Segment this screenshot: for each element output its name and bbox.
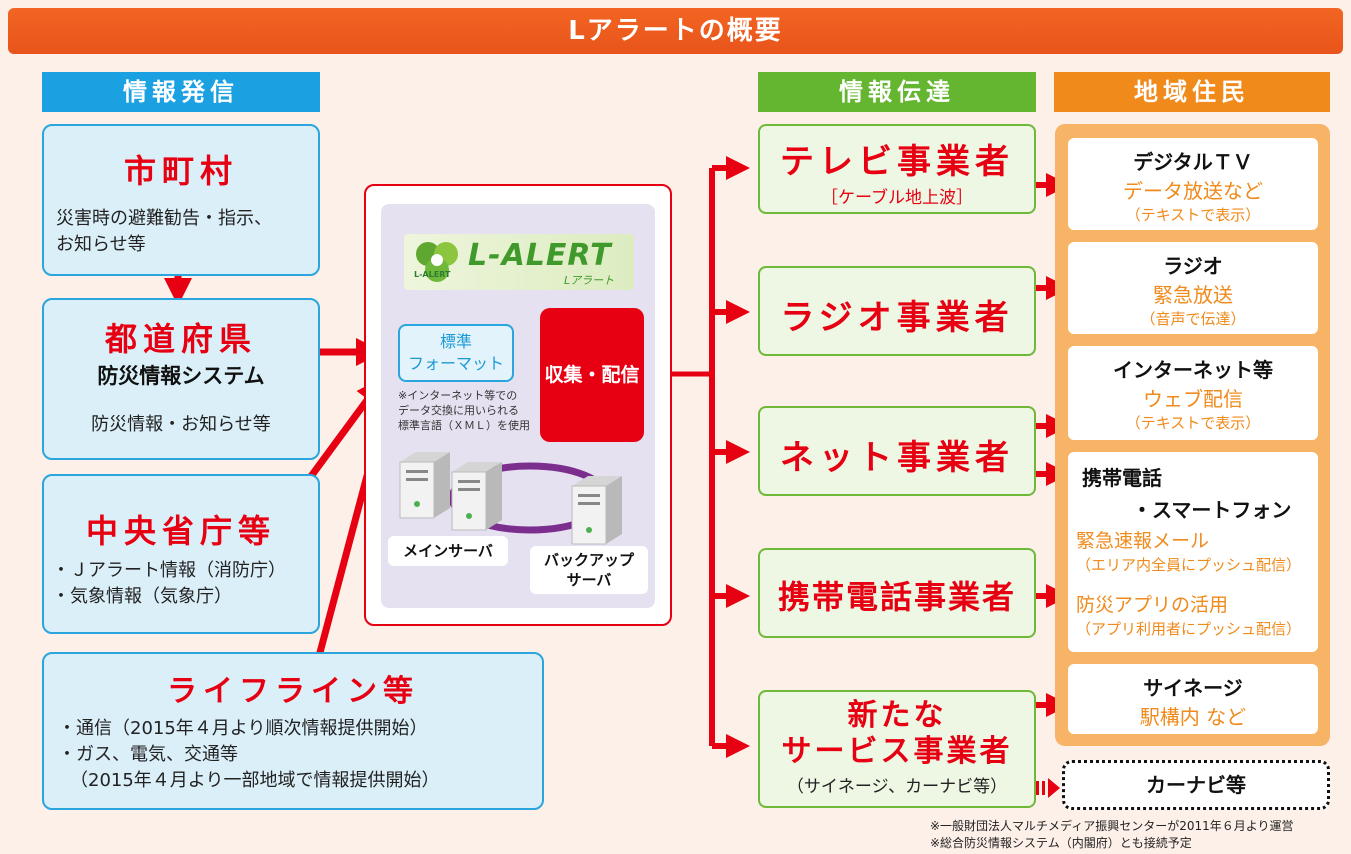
source-prefecture: 都道府県 防災情報システム 防災情報・お知らせ等: [42, 298, 320, 460]
resident-car-navi: カーナビ等: [1062, 760, 1330, 810]
net-title: ネット事業者: [780, 438, 1014, 478]
clover-logo-icon: [416, 242, 458, 282]
logo-subtext: Lアラート: [564, 274, 615, 287]
format-note-line-1: ※インターネット等での: [398, 389, 518, 402]
lifeline-line-1: ・通信（2015年４月より順次情報提供開始）: [58, 718, 428, 739]
resident-digital-tv: デジタルＴＶ データ放送など （テキストで表示）: [1068, 138, 1318, 230]
header-residents: 地域住民: [1054, 72, 1330, 112]
emergency-mail-sub: （エリア内全員にプッシュ配信）: [1076, 556, 1302, 574]
mobile-res-title-1: 携帯電話: [1082, 466, 1162, 490]
transmitter-net: ネット事業者: [758, 406, 1036, 496]
municipality-line-2: お知らせ等: [56, 234, 146, 255]
lifeline-line-2: ・ガス、電気、交通等: [58, 744, 238, 765]
municipality-title: 市町村: [123, 152, 238, 190]
server-main-2-icon: [451, 462, 502, 531]
footnote-1: ※一般財団法人マルチメディア振興センターが2011年６月より運営: [930, 819, 1294, 833]
backup-server-label: バックアップ サーバ: [530, 546, 648, 594]
prefecture-line-1: 防災情報・お知らせ等: [91, 414, 271, 435]
radio-title: ラジオ事業者: [780, 298, 1014, 338]
resident-radio: ラジオ 緊急放送 （音声で伝達）: [1068, 242, 1318, 334]
signage-title: サイネージ: [1143, 676, 1243, 700]
mobile-res-title-2: ・スマートフォン: [1132, 498, 1292, 522]
internet-res-sub: （テキストで表示）: [1125, 414, 1261, 432]
dashed-arrow-carnavi: [1036, 778, 1060, 798]
digital-tv-main: データ放送など: [1123, 179, 1263, 203]
logo-badge: L-ALERT: [414, 270, 451, 279]
disaster-app-main: 防災アプリの活用: [1076, 594, 1229, 616]
main-server-label: メインサーバ: [388, 536, 508, 566]
digital-tv-sub: （テキストで表示）: [1125, 206, 1261, 224]
digital-tv-title: デジタルＴＶ: [1133, 150, 1253, 174]
transmitter-mobile: 携帯電話事業者: [758, 548, 1036, 638]
central-title: 中央省庁等: [85, 512, 276, 550]
transmitter-tv: テレビ事業者 ［ケーブル地上波］: [758, 124, 1036, 214]
radio-res-sub: （音声で伝達）: [1140, 310, 1246, 328]
footnotes: ※一般財団法人マルチメディア振興センターが2011年６月より運営 ※総合防災情報…: [930, 818, 1294, 852]
transmitter-radio: ラジオ事業者: [758, 266, 1036, 356]
source-lifeline: ライフライン等 ・通信（2015年４月より順次情報提供開始） ・ガス、電気、交通…: [42, 652, 544, 810]
disaster-app-sub: （アプリ利用者にプッシュ配信）: [1076, 620, 1302, 638]
header-sender: 情報発信: [42, 72, 320, 112]
l-alert-logo: L-ALERT L-ALERT Lアラート: [404, 234, 634, 290]
collect-distribute-box: 収集・配信: [540, 308, 644, 442]
central-line-1: ・Ｊアラート情報（消防庁）: [52, 560, 286, 581]
format-note-line-3: 標準言語（ＸＭＬ）を使用: [398, 419, 530, 432]
car-navi-title: カーナビ等: [1146, 773, 1246, 797]
resident-internet: インターネット等 ウェブ配信 （テキストで表示）: [1068, 346, 1318, 440]
emergency-mail-main: 緊急速報メール: [1076, 530, 1210, 552]
radio-res-title: ラジオ: [1163, 254, 1223, 278]
logo-text: L-ALERT: [468, 238, 612, 273]
signage-main: 駅構内 など: [1139, 705, 1247, 729]
transmitter-new-service: 新たな サービス事業者 （サイネージ、カーナビ等）: [758, 690, 1036, 808]
new-service-title: 新たな サービス事業者: [781, 698, 1013, 769]
prefecture-title: 都道府県: [104, 320, 257, 358]
tv-sub: ［ケーブル地上波］: [821, 188, 973, 208]
format-note-line-2: データ交換に用いられる: [398, 404, 519, 417]
prefecture-subtitle: 防災情報システム: [97, 364, 265, 388]
page-title: Lアラートの概要: [8, 8, 1343, 54]
tv-title: テレビ事業者: [780, 142, 1014, 182]
server-main-1-icon: [399, 452, 450, 519]
municipality-line-1: 災害時の避難勧告・指示、: [56, 208, 272, 229]
internet-res-main: ウェブ配信: [1143, 387, 1243, 411]
radio-res-main: 緊急放送: [1153, 283, 1233, 307]
server-backup-icon: [571, 476, 622, 545]
internet-res-title: インターネット等: [1113, 358, 1273, 382]
lifeline-line-3: （2015年４月より一部地域で情報提供開始）: [70, 770, 440, 791]
source-central: 中央省庁等 ・Ｊアラート情報（消防庁） ・気象情報（気象庁）: [42, 474, 320, 634]
resident-signage: サイネージ 駅構内 など: [1068, 664, 1318, 734]
footnote-2: ※総合防災情報システム（内閣府）とも接続予定: [930, 836, 1192, 850]
standard-format-box: 標準 フォーマット: [398, 324, 514, 382]
format-note: ※インターネット等での データ交換に用いられる 標準言語（ＸＭＬ）を使用: [398, 388, 530, 433]
source-municipality: 市町村 災害時の避難勧告・指示、 お知らせ等: [42, 124, 320, 276]
new-service-sub: （サイネージ、カーナビ等）: [786, 777, 1008, 797]
central-line-2: ・気象情報（気象庁）: [52, 586, 232, 607]
lifeline-title: ライフライン等: [167, 674, 419, 709]
resident-mobile: 携帯電話 ・スマートフォン 緊急速報メール （エリア内全員にプッシュ配信） 防災…: [1068, 452, 1318, 652]
mobile-title: 携帯電話事業者: [777, 578, 1016, 616]
header-transmission: 情報伝達: [758, 72, 1036, 112]
